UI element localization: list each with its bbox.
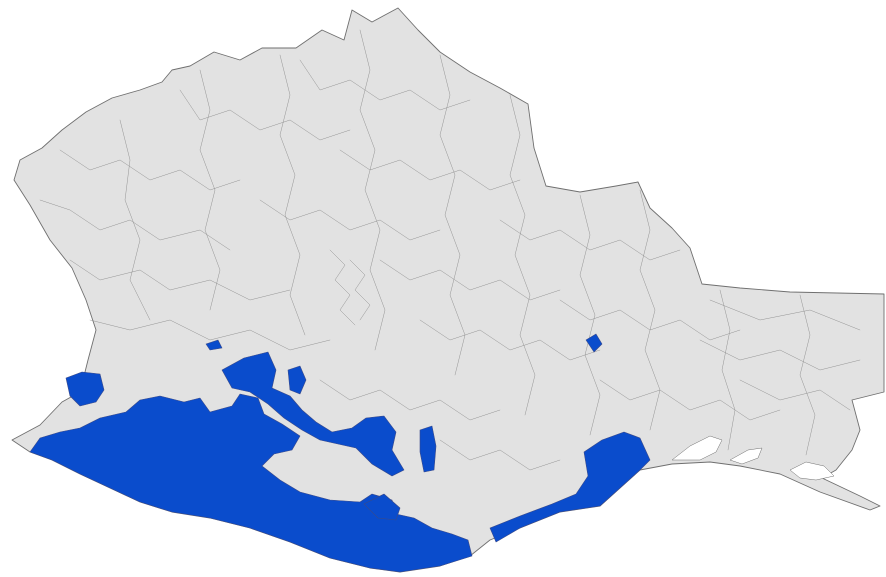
municipal-boundaries	[39, 29, 861, 471]
west-coast-municipalities	[29, 393, 473, 573]
lagoon-east-2	[729, 447, 763, 465]
north-enclave	[205, 339, 223, 351]
northwest-coast-enclave	[65, 371, 105, 407]
central-east-enclave	[419, 425, 437, 473]
lagoon-east-3	[789, 461, 835, 481]
coastal-lagoons	[671, 435, 835, 481]
central-south-belt	[221, 351, 405, 477]
center-north-dot-1	[287, 365, 307, 395]
lagoon-east-1	[671, 435, 723, 461]
south-central-coast	[363, 493, 401, 521]
isthmus-coast	[489, 431, 651, 543]
central-east-dot	[585, 333, 603, 353]
highlighted-municipalities	[29, 333, 651, 573]
